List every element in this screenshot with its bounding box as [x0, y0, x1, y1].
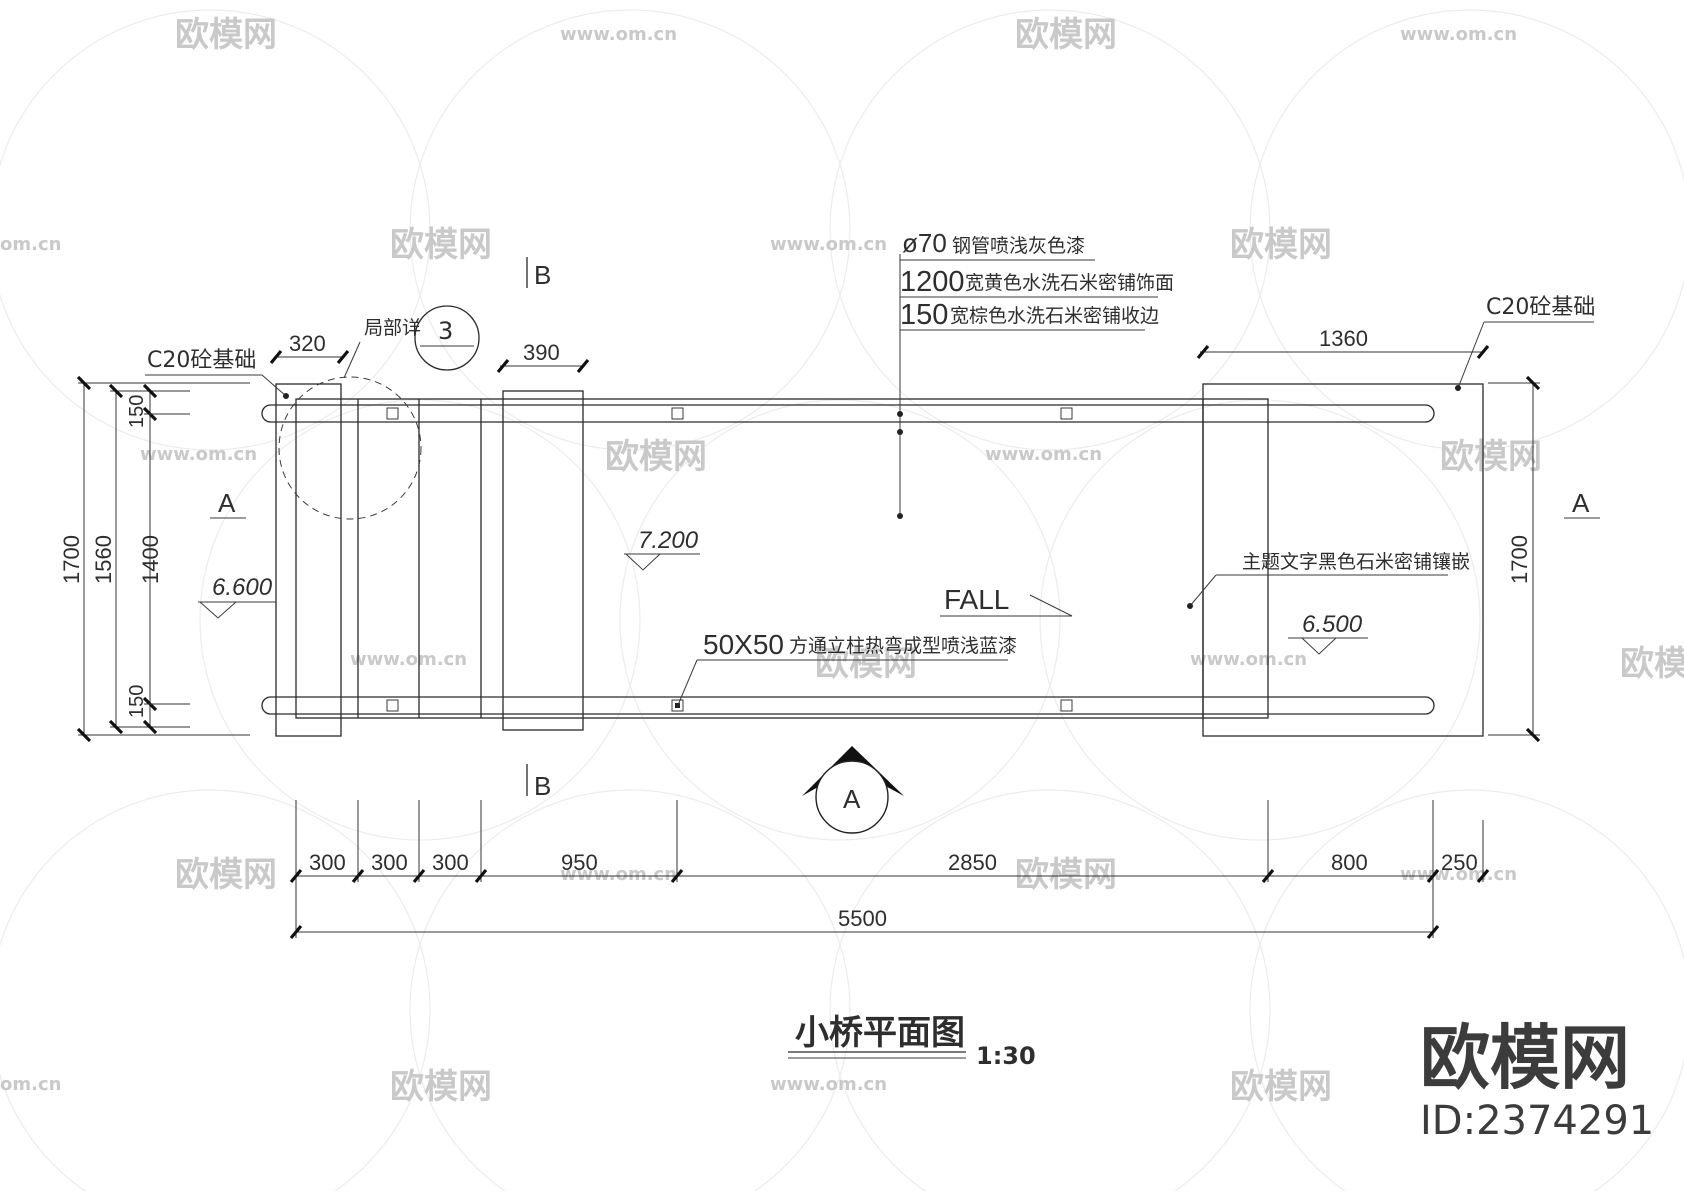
- post-square: [671, 407, 684, 420]
- watermark-url: www.om.cn: [350, 649, 467, 670]
- drawing-title-block: 小桥平面图 1:30: [788, 1013, 1036, 1070]
- dim-bottom-chain: 250: [1441, 850, 1478, 875]
- callout-width-1200-note: 宽黄色水洗石米密铺饰面: [965, 272, 1174, 294]
- dim-top-390: 390: [523, 340, 560, 365]
- left-foundation-block: [275, 383, 342, 737]
- watermark-brand: 欧模网: [1015, 15, 1117, 55]
- logo-id: ID:2374291: [1420, 1098, 1654, 1144]
- logo-brand: 欧模网: [1420, 1017, 1630, 1099]
- section-a-circle: [815, 760, 889, 834]
- callout-width-150: 150: [900, 299, 948, 331]
- watermark-brand: 欧模网: [1230, 1067, 1332, 1107]
- dim-left-1560: 1560: [91, 535, 116, 584]
- section-mark-b-bottom: B: [534, 771, 551, 801]
- detail-reference: 3 局部详: [343, 305, 480, 379]
- watermark-url: www.om.cn: [560, 24, 677, 45]
- watermark-url: www.om.cn: [1400, 24, 1517, 45]
- watermark-brand: 欧模网: [390, 225, 492, 265]
- drawing-title: 小桥平面图: [795, 1013, 965, 1053]
- post-square: [671, 699, 684, 712]
- top-handrail-pipe: [261, 404, 1435, 423]
- dimensions: 320 390 1360 1700 1560 150 1400: [59, 326, 1541, 940]
- section-mark-b-top: B: [534, 260, 551, 290]
- post-square: [386, 407, 399, 420]
- elevation-middle: 7.200: [638, 527, 699, 554]
- watermark-url: www.om.cn: [1190, 649, 1307, 670]
- post-square: [1060, 699, 1073, 712]
- detail-ref-circle: [414, 305, 480, 371]
- watermark-brand: 欧模网: [1440, 437, 1542, 477]
- callout-width-1200: 1200: [900, 266, 965, 298]
- dim-top-1360: 1360: [1319, 326, 1368, 351]
- section-mark-a-right: A: [1572, 488, 1590, 518]
- mid-foundation-block: [502, 390, 584, 731]
- callout-fall: FALL: [944, 584, 1009, 615]
- detail-ref-label: 局部详: [364, 317, 421, 339]
- watermark-url: www.om.cn: [770, 1074, 887, 1095]
- watermark-url: www.om.cn: [140, 444, 257, 465]
- bottom-handrail-pipe: [261, 696, 1435, 715]
- deck-frame: [295, 398, 1269, 719]
- section-a-circle-label: A: [843, 784, 861, 814]
- dim-left-1700: 1700: [59, 535, 84, 584]
- dim-bottom-total: 5500: [838, 906, 887, 931]
- dim-bottom-chain: 300: [432, 850, 469, 875]
- watermark-brand: 欧模网: [815, 644, 917, 684]
- post-square: [386, 699, 399, 712]
- callout-pipe-dia: ø70: [902, 228, 947, 258]
- section-mark-a-left: A: [218, 488, 236, 518]
- watermark-brand: 欧模网: [605, 437, 707, 477]
- dim-right-1700: 1700: [1507, 535, 1532, 584]
- section-arrow: [802, 746, 904, 796]
- watermark-url: www.om.cn: [770, 234, 887, 255]
- watermark-brand: 欧模网: [1620, 644, 1684, 684]
- callout-width-150-note: 宽棕色水洗石米密铺收边: [950, 305, 1159, 327]
- dim-bottom-chain: 2850: [948, 850, 997, 875]
- callout-post-note: 方通立柱热弯成型喷浅蓝漆: [789, 635, 1017, 657]
- post-square-highlight: [675, 703, 680, 708]
- elevation-right: 6.500: [1302, 611, 1363, 638]
- dim-left-150-bottom: 150: [126, 685, 148, 718]
- callout-pipe-note: 钢管喷浅灰色漆: [952, 235, 1085, 257]
- callout-post-size: 50X50: [703, 629, 784, 660]
- drawing-scale: 1:30: [976, 1042, 1036, 1070]
- watermark-brand: 欧模网: [175, 855, 277, 895]
- dim-bottom-chain: 950: [561, 850, 598, 875]
- dim-bottom-chain: 300: [371, 850, 408, 875]
- watermark-url: www.om.cn: [985, 444, 1102, 465]
- brand-logo: 欧模网 ID:2374291: [1420, 1017, 1654, 1144]
- watermark-url: www.om.cn: [560, 864, 677, 885]
- bridge-outline: [261, 376, 1484, 737]
- post-square: [1060, 407, 1073, 420]
- watermark-url-short: om.cn: [0, 234, 61, 255]
- callouts: C20砼基础 C20砼基础 ø70 钢管喷浅灰色漆 1200 宽黄色水洗石米密铺…: [145, 228, 1595, 706]
- dim-left-150-top: 150: [126, 395, 148, 428]
- watermark-brand: 欧模网: [390, 1067, 492, 1107]
- watermark-url-short: om.cn: [0, 1074, 61, 1095]
- callout-text-inlay: 主题文字黑色石米密铺镶嵌: [1242, 551, 1470, 573]
- dim-left-1400: 1400: [138, 535, 163, 584]
- callout-foundation-right: C20砼基础: [1486, 295, 1595, 320]
- watermark-brand: 欧模网: [175, 15, 277, 55]
- watermark-brand: 欧模网: [1015, 855, 1117, 895]
- watermark-layer: 欧模网 欧模网 欧模网 欧模网 欧模网 欧模网 欧模网 欧模网 欧模网 欧模网 …: [0, 9, 1684, 1191]
- detail-ref-number: 3: [438, 317, 453, 345]
- callout-foundation-left: C20砼基础: [147, 348, 256, 373]
- elevation-left: 6.600: [212, 574, 273, 601]
- elevation-marks: 6.600 7.200 6.500: [198, 527, 1368, 655]
- dim-top-320: 320: [289, 331, 326, 356]
- dim-bottom-chain: 300: [309, 850, 346, 875]
- section-marks: A A B B A: [210, 257, 1600, 834]
- watermark-brand: 欧模网: [1230, 225, 1332, 265]
- dim-bottom-chain: 800: [1331, 850, 1368, 875]
- detail-circle: [278, 376, 422, 520]
